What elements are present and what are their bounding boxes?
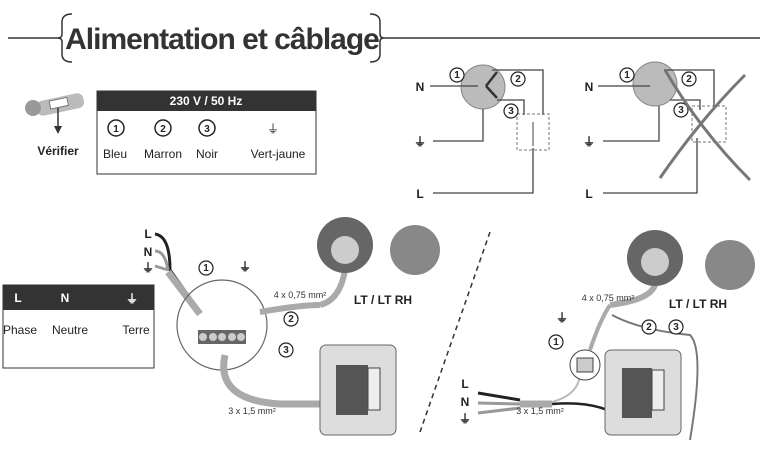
- motor-head-photo: [390, 225, 440, 275]
- ground-icon: ⏚: [239, 260, 251, 274]
- terminal-l: L: [585, 187, 592, 201]
- input-l: L: [144, 227, 151, 241]
- header-phase: L: [14, 291, 21, 305]
- mains-table: L N ⏚ Phase Neutre Terre: [2, 284, 155, 369]
- input-n: N: [461, 395, 470, 409]
- motor-tube-image: Vérifier: [25, 93, 85, 158]
- motor-label: LT / LT RH: [354, 293, 412, 307]
- marker-1: 1: [203, 263, 209, 274]
- mains-cable-label: 3 x 1,5 mm²: [228, 406, 276, 416]
- wire-number-2: 2: [160, 124, 166, 135]
- motor-label: LT / LT RH: [669, 297, 727, 311]
- mains-cable-label: 3 x 1,5 mm²: [516, 406, 564, 416]
- voltage-header: 230 V / 50 Hz: [170, 94, 243, 108]
- terminal-n: N: [585, 80, 594, 94]
- terminal-l: L: [416, 187, 423, 201]
- wiring-right: L N ⏚ LT / LT RH 4 x 0,75 mm² 3 x 1,5 mm…: [459, 230, 755, 441]
- page-title: Alimentation et câblage: [65, 23, 379, 56]
- color-brown: Marron: [144, 147, 182, 161]
- wire-number-1: 1: [113, 124, 119, 135]
- input-n: N: [144, 245, 153, 259]
- input-l: L: [461, 377, 468, 391]
- color-green-yellow: Vert-jaune: [251, 147, 306, 161]
- verify-label: Vérifier: [37, 144, 79, 158]
- ground-icon: ⏚: [126, 292, 138, 306]
- marker-1: 1: [553, 337, 559, 348]
- title-banner: Alimentation et câblage: [8, 13, 760, 63]
- marker-1: 1: [624, 70, 630, 81]
- marker-2: 2: [288, 314, 294, 325]
- marker-3: 3: [508, 106, 514, 117]
- header-neutral: N: [61, 291, 70, 305]
- motor-cable-label: 4 x 0,75 mm²: [582, 293, 635, 303]
- color-blue: Bleu: [103, 147, 127, 161]
- marker-3: 3: [283, 345, 289, 356]
- cross-mark-icon: [663, 69, 752, 182]
- marker-2: 2: [515, 74, 521, 85]
- schematic-incorrect: N ⏚ L 1 2 3: [583, 61, 752, 201]
- wire-color-table: 230 V / 50 Hz 1 2 3 ⏚ Bleu Marron Noir V…: [96, 90, 317, 175]
- wire-number-3: 3: [204, 124, 210, 135]
- ground-icon: ⏚: [459, 412, 471, 426]
- label-phase: Phase: [3, 323, 37, 337]
- ground-icon: ⏚: [414, 135, 426, 149]
- color-black: Noir: [196, 147, 218, 161]
- ground-icon: ⏚: [556, 311, 568, 325]
- marker-3: 3: [673, 322, 679, 333]
- ground-icon: ⏚: [583, 135, 595, 149]
- label-neutral: Neutre: [52, 323, 88, 337]
- schematic-correct: N ⏚ L 1 2 3: [414, 64, 550, 201]
- marker-3: 3: [678, 105, 684, 116]
- marker-2: 2: [646, 322, 652, 333]
- marker-1: 1: [454, 70, 460, 81]
- motor-cable-label: 4 x 0,75 mm²: [274, 290, 327, 300]
- terminal-n: N: [416, 80, 425, 94]
- marker-2: 2: [686, 74, 692, 85]
- ground-icon: ⏚: [142, 261, 154, 275]
- label-earth: Terre: [122, 323, 150, 337]
- wiring-left: L N ⏚ LT / LT RH 4 x 0,75 mm² 3 x 1,5 mm…: [142, 217, 440, 436]
- ground-icon: ⏚: [267, 122, 279, 136]
- motor-head-photo: [705, 240, 755, 290]
